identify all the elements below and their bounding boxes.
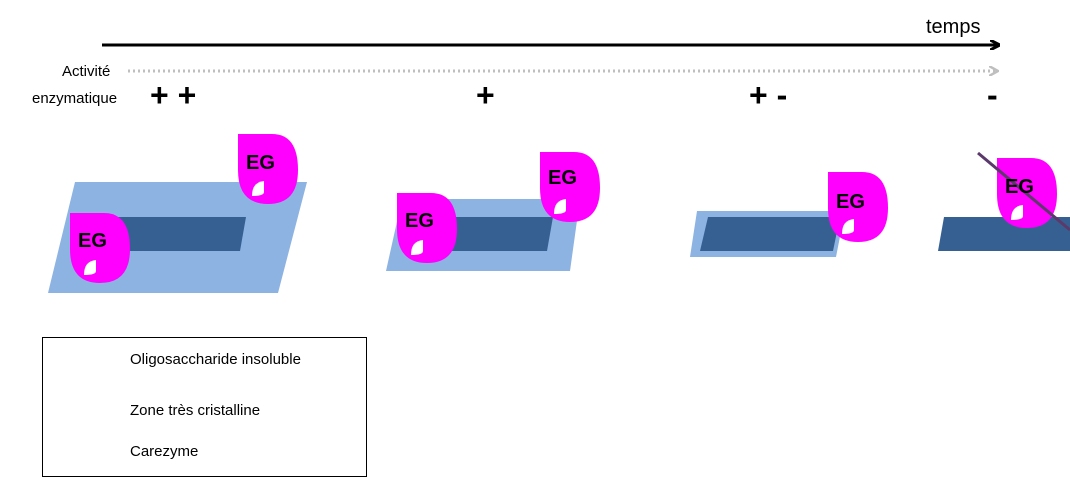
activity-axis-label-line2: enzymatique xyxy=(32,90,118,107)
enzyme-label: EG xyxy=(836,191,865,213)
crystalline-zone xyxy=(938,217,1070,251)
diagram-canvas: EG EG EG EG EG EG EG xyxy=(48,0,1070,465)
time-axis-label: temps xyxy=(926,16,981,38)
enzyme-label: EG xyxy=(405,210,434,232)
stage-2 xyxy=(386,152,600,271)
legend-item-oligosaccharide: Oligosaccharide insoluble xyxy=(130,351,301,368)
legend-item-carezyme: Carezyme xyxy=(130,443,199,460)
enzyme-label: EG xyxy=(246,152,275,174)
crystalline-zone xyxy=(106,217,246,251)
crystalline-zone xyxy=(700,217,840,251)
legend-item-crystalline-zone: Zone très cristalline xyxy=(130,402,261,419)
activity-level-3: + - xyxy=(749,77,788,113)
activity-level-1: + + xyxy=(150,77,197,113)
activity-level-4: - xyxy=(987,77,998,113)
stage-3 xyxy=(690,172,888,257)
activity-axis-label-line1: Activité xyxy=(62,63,111,80)
stage-4 xyxy=(938,151,1070,251)
enzyme-label: EG xyxy=(1005,176,1034,198)
stage-1 xyxy=(48,134,307,293)
legend-box: Oligosaccharide insoluble Zone très cris… xyxy=(42,337,367,477)
strike-line xyxy=(977,151,1070,232)
enzyme-label: EG xyxy=(78,230,107,252)
activity-level-2: + xyxy=(476,77,495,113)
enzyme-label: EG xyxy=(548,167,577,189)
